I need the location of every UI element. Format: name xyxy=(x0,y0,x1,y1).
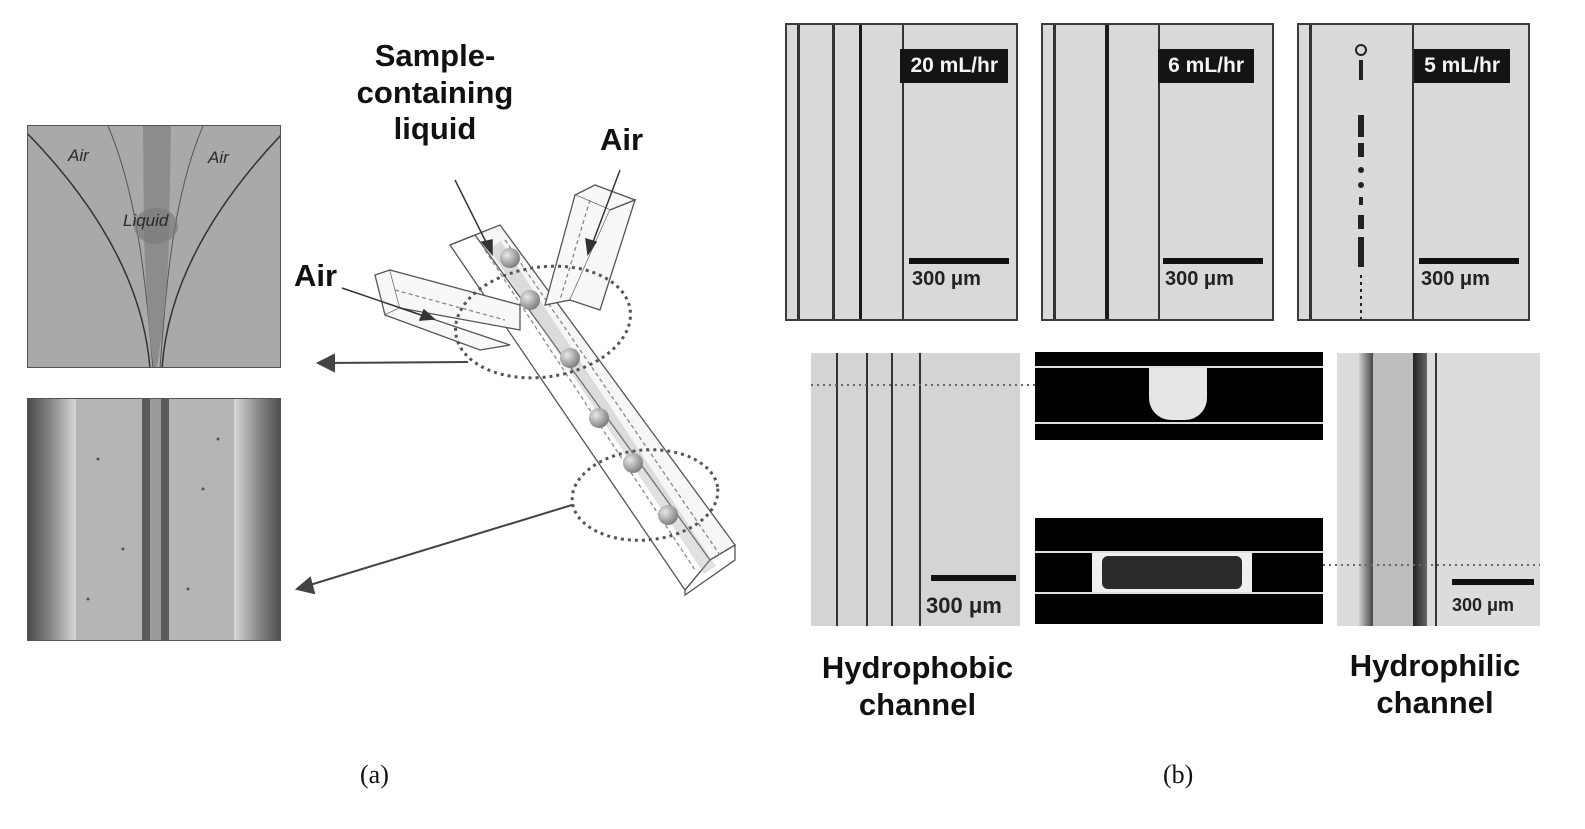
micrograph-6: 6 mL/hr 300 μm xyxy=(1041,23,1274,321)
film-section-core xyxy=(1102,556,1242,589)
channel-drawing xyxy=(28,399,280,640)
scale-bar-label: 300 μm xyxy=(1165,268,1234,290)
droplet-stream xyxy=(1105,25,1109,319)
air-label-left: Air xyxy=(294,258,338,293)
scale-bar-label: 300 μm xyxy=(1452,595,1515,615)
caption-b: (b) xyxy=(1163,760,1194,789)
channel-highlight xyxy=(570,448,720,542)
channel-wall xyxy=(1359,353,1373,626)
cross-section-hydrophilic xyxy=(1035,518,1323,624)
sample-liquid-label: Sample- containing liquid xyxy=(356,38,514,147)
inset-arrows xyxy=(294,353,573,595)
droplets xyxy=(500,248,678,525)
droplet-section xyxy=(1149,368,1207,420)
scale-bar xyxy=(1163,258,1263,264)
droplet-train xyxy=(1355,44,1367,319)
channel-wall xyxy=(836,353,838,626)
hydrophilic-image: 300 μm xyxy=(1337,353,1540,626)
hydrophilic-label: Hydrophilic channel xyxy=(1349,648,1521,720)
right-air-inlet xyxy=(544,184,637,311)
channel-wall xyxy=(902,25,904,319)
channel-wall xyxy=(832,25,835,319)
scale-bar xyxy=(909,258,1009,264)
junction-drawing xyxy=(28,126,280,367)
channel-wall xyxy=(891,353,893,626)
section-line xyxy=(1035,366,1323,368)
inset-liquid-label: Liquid xyxy=(123,211,169,230)
channel-wall xyxy=(1158,25,1160,319)
scale-bar-label: 300 μm xyxy=(912,268,981,290)
air-label-top: Air xyxy=(600,122,644,157)
flow-rate-tag: 5 mL/hr xyxy=(1414,49,1510,83)
scale-bar xyxy=(1452,579,1534,585)
scale-bar xyxy=(1419,258,1519,264)
micrograph-5: 5 mL/hr 300 μm xyxy=(1297,23,1530,321)
flow-rate-tag: 6 mL/hr xyxy=(1158,49,1254,83)
droplet-stream xyxy=(859,25,862,319)
channel-wall xyxy=(1412,25,1414,319)
scale-bar xyxy=(931,575,1016,581)
section-line xyxy=(1035,592,1323,594)
section-line xyxy=(1035,422,1323,424)
inset-junction: Air Air Liquid xyxy=(27,125,281,368)
left-air-inlet xyxy=(374,269,521,351)
hydrophobic-image: 300 μm xyxy=(811,353,1020,626)
section-line xyxy=(1035,551,1323,553)
flow-rate-tag: 20 mL/hr xyxy=(900,49,1008,83)
scale-bar-label: 300 μm xyxy=(926,593,1002,618)
channel-wall xyxy=(866,353,868,626)
channel-wall xyxy=(1309,25,1312,319)
channel-wall xyxy=(797,25,800,319)
channel-wall xyxy=(1053,25,1056,319)
micrograph-20: 20 mL/hr 300 μm xyxy=(785,23,1018,321)
inset-channel xyxy=(27,398,281,641)
scale-bar-label: 300 μm xyxy=(1421,268,1490,290)
channel-wall xyxy=(919,353,921,626)
junction-highlight xyxy=(454,264,632,380)
caption-a: (a) xyxy=(360,760,389,789)
liquid-film xyxy=(1373,353,1413,626)
inset-air-left-label: Air xyxy=(68,146,89,165)
inset-air-right-label: Air xyxy=(208,148,229,167)
label-arrows xyxy=(341,169,621,321)
channel-wall xyxy=(1435,353,1437,626)
device-schematic xyxy=(294,169,736,597)
hydrophobic-label: Hydrophobic channel xyxy=(821,650,1014,722)
channel-wall xyxy=(1413,353,1427,626)
cross-section-hydrophobic xyxy=(1035,352,1323,440)
